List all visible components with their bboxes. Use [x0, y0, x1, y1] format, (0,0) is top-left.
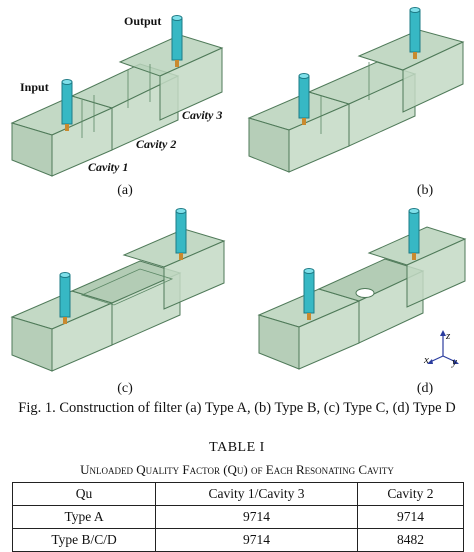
input-probe	[61, 79, 73, 131]
table-caption: Unloaded Quality Factor (Qu) of Each Res…	[80, 462, 394, 477]
table-cell: 9714	[155, 528, 358, 552]
axis-x-label: x	[424, 354, 429, 366]
filter-type-a-drawing	[10, 15, 224, 177]
axis-z-label: z	[446, 330, 451, 342]
coupling-hole	[355, 288, 375, 298]
filter-type-d-drawing	[257, 208, 467, 370]
input-label: Input	[20, 80, 49, 94]
table-header-row: Qu Cavity 1/Cavity 3 Cavity 2	[11, 482, 465, 506]
panel-c-label: (c)	[117, 381, 133, 396]
panel-a	[0, 0, 237, 185]
panel-d-label: (d)	[416, 381, 434, 396]
cavity-1-label: Cavity 1	[88, 160, 129, 174]
filter-type-c-drawing	[10, 208, 226, 372]
table-cell: 9714	[155, 505, 358, 529]
table-cell: 8482	[356, 528, 465, 552]
output-probe	[171, 15, 183, 67]
input-probe	[298, 73, 310, 125]
table-header-cell: Qu	[11, 482, 157, 506]
q-factor-table: Qu Cavity 1/Cavity 3 Cavity 2 Type A 971…	[11, 482, 465, 552]
cavity-2-label: Cavity 2	[136, 137, 177, 151]
panel-d	[237, 205, 474, 385]
figure-caption: Fig. 1. Construction of filter (a) Type …	[18, 400, 456, 416]
table-title: TABLE I	[209, 440, 265, 455]
table-header-cell: Cavity 1/Cavity 3	[155, 482, 358, 506]
coordinate-axes-icon	[427, 330, 459, 364]
panel-b-label: (b)	[416, 183, 434, 198]
table-header-cell: Cavity 2	[356, 482, 465, 506]
table-cell: Type A	[11, 505, 157, 529]
input-probe	[303, 268, 315, 320]
output-label: Output	[124, 14, 162, 28]
output-probe	[409, 7, 421, 59]
axis-y-label: y	[452, 356, 457, 368]
output-probe	[408, 208, 420, 260]
panel-a-label: (a)	[117, 183, 133, 198]
panel-b	[237, 0, 474, 185]
cavity-3-label: Cavity 3	[182, 108, 223, 122]
table-cell: Type B/C/D	[11, 528, 157, 552]
panel-c	[0, 205, 237, 385]
filter-type-b-drawing	[247, 7, 465, 173]
input-probe	[59, 272, 71, 324]
table-row: Type A 9714 9714	[11, 505, 465, 529]
table-row: Type B/C/D 9714 8482	[11, 528, 465, 552]
output-probe	[175, 208, 187, 260]
table-cell: 9714	[356, 505, 465, 529]
